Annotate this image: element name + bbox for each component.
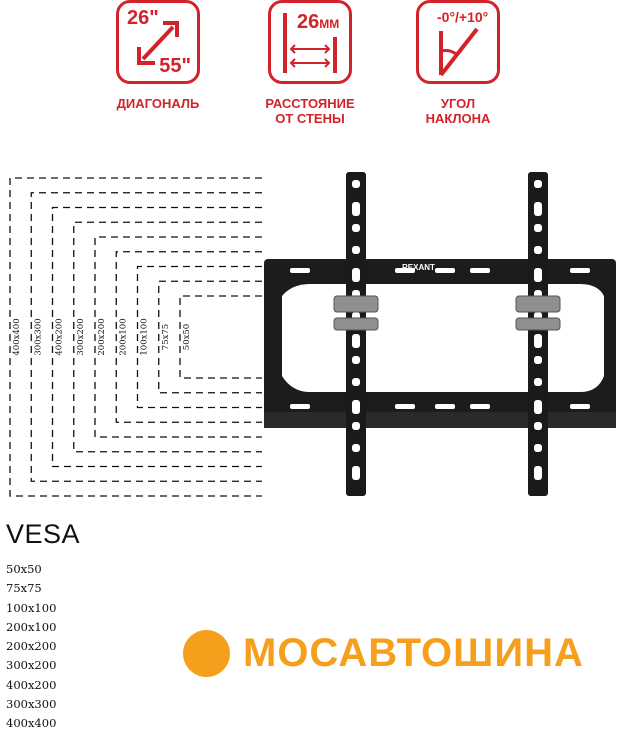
- arm-mounting-hole: [534, 180, 542, 188]
- diagonal-caption: ДИАГОНАЛЬ: [116, 96, 200, 111]
- arm-mounting-hole: [352, 202, 360, 216]
- vesa-size-item: 400x400: [6, 716, 57, 731]
- bracket-brand-label: REXANT: [402, 263, 435, 272]
- vesa-diagram-label: 300x200: [76, 318, 86, 355]
- vesa-outline-200x100: [115, 251, 262, 423]
- arm-mounting-hole: [534, 378, 542, 386]
- arm-mounting-hole: [352, 224, 360, 232]
- logo-text: МОСАВТОШИНА: [243, 631, 584, 675]
- vesa-outline-75x75: [158, 280, 262, 394]
- vesa-size-item: 75x75: [6, 581, 42, 596]
- distance-caption-line1: РАССТОЯНИЕ: [265, 96, 355, 111]
- arm-mounting-hole: [534, 334, 542, 348]
- vesa-diagram-label: 400x400: [12, 318, 22, 355]
- arm-mounting-hole: [352, 356, 360, 364]
- vesa-diagram-label: 100x100: [140, 318, 150, 355]
- arm-mounting-hole: [352, 180, 360, 188]
- distance-value: 26ММ: [297, 11, 340, 33]
- vesa-diagram-label: 200x200: [97, 318, 107, 355]
- arm-mounting-hole: [352, 422, 360, 430]
- vesa-size-item: 200x100: [6, 619, 57, 634]
- tilt-caption-line2: НАКЛОНА: [425, 111, 491, 126]
- vesa-size-list: 50x50 75x75 100x100 200x100 200x200 300x…: [6, 560, 56, 734]
- vesa-diagram-label: 75x75: [161, 324, 171, 350]
- logo-circle-icon: [183, 630, 230, 677]
- tilt-value: -0°/+10°: [437, 9, 489, 25]
- vesa-size-item: 100x100: [6, 600, 57, 615]
- vesa-pattern-outlines: [9, 177, 262, 497]
- distance-box: 26ММ: [268, 0, 352, 84]
- arm-mounting-hole: [352, 400, 360, 414]
- bracket-hardware: [333, 295, 561, 331]
- arm-mounting-hole: [534, 356, 542, 364]
- vesa-bracket-diagram: 400x400 300x300 400x200 300x200 200x200 200x1…: [9, 172, 616, 497]
- vesa-title: VESA: [6, 519, 81, 549]
- vesa-size-item: 300x200: [6, 658, 57, 673]
- diagonal-box: 26" 55": [116, 0, 200, 84]
- arm-mounting-hole: [352, 444, 360, 452]
- distance-caption-line2: ОТ СТЕНЫ: [275, 111, 345, 126]
- vesa-outline-50x50: [179, 295, 262, 379]
- vesa-size-item: 400x200: [6, 677, 57, 692]
- tilt-angle-icon: [439, 27, 479, 77]
- vesa-outline-300x300: [30, 192, 262, 482]
- arm-mounting-hole: [352, 246, 360, 254]
- vesa-diagram-label: 50x50: [182, 324, 192, 350]
- arm-mounting-hole: [352, 466, 360, 480]
- arm-mounting-hole: [534, 400, 542, 414]
- diagonal-arrows-icon: [137, 21, 179, 65]
- arm-mounting-hole: [352, 378, 360, 386]
- vesa-outline-400x200: [51, 206, 262, 468]
- diagonal-min-label: 26": [127, 7, 159, 29]
- distance-unit: ММ: [319, 17, 340, 31]
- wall-distance-icon: [283, 13, 337, 73]
- arm-mounting-hole: [534, 224, 542, 232]
- vesa-size-item: 200x200: [6, 639, 57, 654]
- arm-mounting-hole: [534, 444, 542, 452]
- bracket-lip: [264, 412, 616, 428]
- wall-bracket: REXANT: [264, 172, 616, 496]
- arm-mounting-hole: [534, 466, 542, 480]
- vesa-outline-300x200: [73, 221, 262, 453]
- arm-mounting-hole: [352, 334, 360, 348]
- arm-mounting-hole: [534, 202, 542, 216]
- vesa-outline-400x400: [9, 177, 262, 497]
- vesa-size-item: 300x300: [6, 697, 57, 712]
- arm-mounting-hole: [352, 268, 360, 282]
- feature-wall-distance: 26ММ РАССТОЯНИЕ ОТ СТЕНЫ: [250, 0, 370, 126]
- brand-logo: МОСАВТОШИНА: [183, 628, 603, 680]
- tilt-box: -0°/+10°: [416, 0, 500, 84]
- vesa-diagram-label: 400x200: [55, 318, 65, 355]
- vesa-outline-200x200: [94, 236, 262, 438]
- vesa-diagram-label: 200x100: [118, 318, 128, 355]
- diagonal-max-label: 55": [159, 55, 191, 77]
- feature-diagonal: 26" 55" ДИАГОНАЛЬ: [98, 0, 218, 111]
- arm-mounting-hole: [534, 246, 542, 254]
- vesa-diagram-label: 300x300: [33, 318, 43, 355]
- feature-tilt-angle: -0°/+10° УГОЛ НАКЛОНА: [398, 0, 518, 126]
- tilt-caption-line1: УГОЛ: [440, 96, 476, 111]
- vesa-pattern-labels: 400x400 300x300 400x200 300x200 200x200 200x1…: [12, 318, 192, 355]
- arm-mounting-hole: [534, 422, 542, 430]
- vesa-size-item: 50x50: [6, 562, 42, 576]
- arm-mounting-hole: [534, 268, 542, 282]
- vesa-outline-100x100: [136, 265, 262, 409]
